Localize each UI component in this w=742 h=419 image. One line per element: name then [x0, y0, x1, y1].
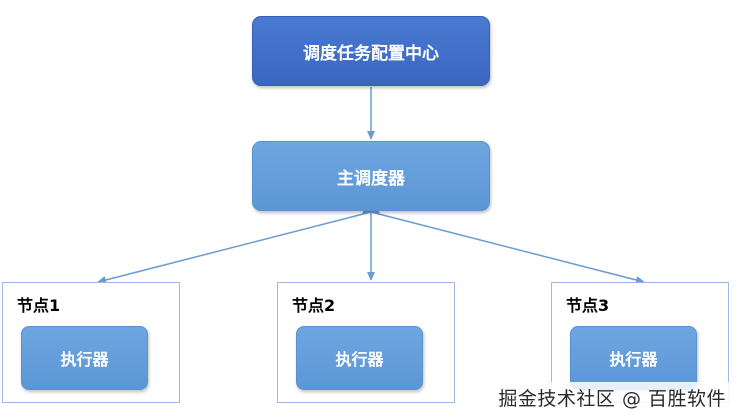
master-scheduler-box: 主调度器 [252, 141, 490, 211]
arrow-scheduler-node1 [97, 206, 380, 284]
node-2: 节点2 执行器 [277, 282, 455, 403]
node-1: 节点1 执行器 [2, 282, 180, 403]
node-2-executor: 执行器 [296, 326, 423, 390]
config-center-box: 调度任务配置中心 [252, 16, 490, 86]
watermark-text: 掘金技术社区 @ 百胜软件 [494, 382, 730, 413]
node-3-executor: 执行器 [570, 326, 697, 390]
node-2-label: 节点2 [292, 296, 336, 315]
node-1-label: 节点1 [17, 296, 61, 315]
node-3-label: 节点3 [566, 296, 610, 315]
node-1-executor-label: 执行器 [60, 350, 109, 369]
arrow-scheduler-node3 [362, 206, 645, 284]
node-3-executor-label: 执行器 [609, 350, 658, 369]
config-center-label: 调度任务配置中心 [303, 43, 439, 64]
master-scheduler-label: 主调度器 [337, 168, 405, 189]
node-2-executor-label: 执行器 [335, 350, 384, 369]
node-1-executor: 执行器 [21, 326, 148, 390]
